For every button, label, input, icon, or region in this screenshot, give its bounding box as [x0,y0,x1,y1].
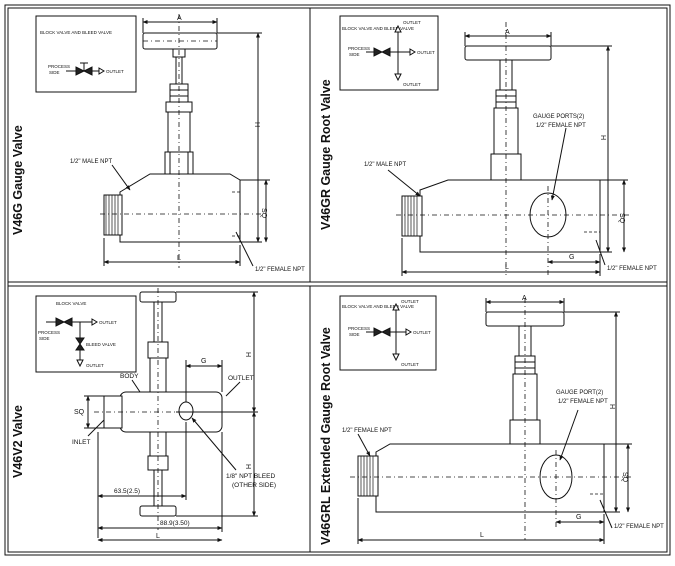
panel-v46v2: V46V2 Valve BLOCK VALVE PROCESS SIDE OUT… [11,288,276,542]
v46g-valve-drawing [100,14,262,268]
male-thread-end [103,194,123,236]
outlet-arrow-down-icon [392,353,400,362]
outlet-arrow-up-icon [392,302,400,311]
dim-sq-label: SQ [260,208,267,219]
outlet-arrow-right-icon [409,48,416,56]
schematic-process-label: PROCESS [348,326,370,331]
panel-v46gr: V46GR Gauge Root Valve BLOCK VALVE AND B… [319,15,657,276]
female-npt-callout: 1/2" FEMALE NPT [255,267,305,273]
dim-g-label: G [201,358,206,365]
valve-symbol-icon [373,327,391,337]
panel-title: V46V2 Valve [11,405,25,478]
bleed-outlet-arrow-icon [76,359,84,368]
schematic-outlet-label: OUTLET [86,363,104,368]
schematic-outlet-label: OUTLET [417,50,435,55]
flow-schematic: BLOCK VALVE AND BLEED VALVE PROCESS SIDE… [339,295,437,371]
schematic-outlet-label: OUTLET [99,320,117,325]
schematic-outlet-label: OUTLET [106,69,124,74]
panel-title: V46GR Gauge Root Valve [319,79,333,230]
dim-l-label: L [156,533,160,540]
female-npt-right-callout: 1/2" FEMALE NPT [614,524,664,530]
gauge-ports-callout: GAUGE PORTS(2) [533,114,584,120]
schematic-side-label: SIDE [349,332,360,337]
dim-g-label: G [576,514,581,521]
dim-a-label: A [522,295,527,302]
dim-h-label: H [253,122,260,127]
schematic-block-bleed-label: BLOCK VALVE AND BLEED VALVE [342,26,414,31]
sheet-border [4,4,671,556]
schematic-bleed-label: BLEED VALVE [86,342,116,347]
dim-l-label: L [177,255,181,262]
schematic-outlet-label: OUTLET [403,82,421,87]
other-side-callout: (OTHER SIDE) [232,482,276,489]
dim-63-label: 63.5(2.5) [114,488,140,495]
v46gr-valve-drawing [396,22,632,275]
v46grl-valve-drawing [350,298,634,540]
panel-v46g: V46G Gauge Valve BLOCK VALVE AND BLEED V… [11,14,305,273]
bleed-callout: 1/8" NPT BLEED [226,473,275,480]
dim-l-label: L [480,532,484,539]
body-callout: BODY [120,373,139,380]
bleed-port [178,401,194,421]
dim-h-label: H [599,135,606,140]
schematic-side-label: SIDE [349,52,360,57]
valve-symbol-icon [373,47,391,57]
schematic-process-label: PROCESS [38,330,60,335]
dim-h-upper-label: H [244,352,251,357]
schematic-outlet-label: OUTLET [401,299,419,304]
sheet-inner-border [7,7,668,553]
schematic-side-label: SIDE [39,336,50,341]
outlet-arrow-icon [98,67,105,75]
dim-sq-label: SQ [621,472,628,483]
female-npt-callout: 1/2" FEMALE NPT [607,266,657,272]
outlet-arrow-down-icon [394,73,402,82]
flow-schematic: BLOCK VALVE PROCESS SIDE OUTLET BLEED VA… [35,295,137,373]
dim-h-label: H [608,404,615,409]
dim-h-lower-label: H [244,464,251,469]
schematic-side-label: SIDE [49,70,60,75]
male-npt-callout: 1/2" MALE NPT [364,162,406,168]
outlet-callout: OUTLET [228,375,254,382]
flow-schematic: BLOCK VALVE AND BLEED VALVE PROCESS SIDE… [339,15,439,91]
dim-a-label: A [177,15,182,22]
schematic-process-label: PROCESS [348,46,370,51]
handle-wheel [464,45,552,61]
bleed-valve-icon [75,337,85,351]
outlet-arrow-icon [91,318,98,326]
panel-title: V46GRL Extended Gauge Root Valve [319,327,333,545]
valve-body [119,173,241,243]
gauge-npt-callout: 1/2" FEMALE NPT [558,399,608,405]
dim-a-label: A [505,29,510,36]
panel-title: V46G Gauge Valve [11,125,25,235]
panel-v46grl: V46GRL Extended Gauge Root Valve BLOCK V… [319,295,664,545]
male-npt-callout: 1/2" MALE NPT [70,159,112,165]
female-npt-left-callout: 1/2" FEMALE NPT [342,428,392,434]
schematic-outlet-label: OUTLET [401,362,419,367]
gauge-npt-callout: 1/2" FEMALE NPT [536,123,586,129]
block-valve-icon [55,317,73,327]
outlet-arrow-up-icon [394,24,402,33]
schematic-block-bleed-label: BLOCK VALVE AND BLEED VALVE [342,304,414,309]
dim-sq-label: SQ [74,409,85,416]
dim-g-label: G [569,254,574,261]
outlet-arrow-right-icon [405,328,412,336]
valve-body [419,179,601,253]
schematic-process-label: PROCESS [48,64,70,69]
gauge-ports-callout: GAUGE PORT(2) [556,390,603,396]
dim-88-label: 88.9(3.50) [160,520,190,527]
dim-l-label: L [505,264,509,271]
schematic-outlet-label: OUTLET [413,330,431,335]
schematic-block-valve-label: BLOCK VALVE [56,301,86,306]
dim-sq-label: SQ [618,213,625,224]
schematic-outlet-label: OUTLET [403,20,421,25]
inlet-callout: INLET [72,439,90,446]
schematic-block-bleed-label: BLOCK VALVE AND BLEED VALVE [40,30,112,35]
flow-schematic: BLOCK VALVE AND BLEED VALVE PROCESS SIDE… [35,15,137,93]
